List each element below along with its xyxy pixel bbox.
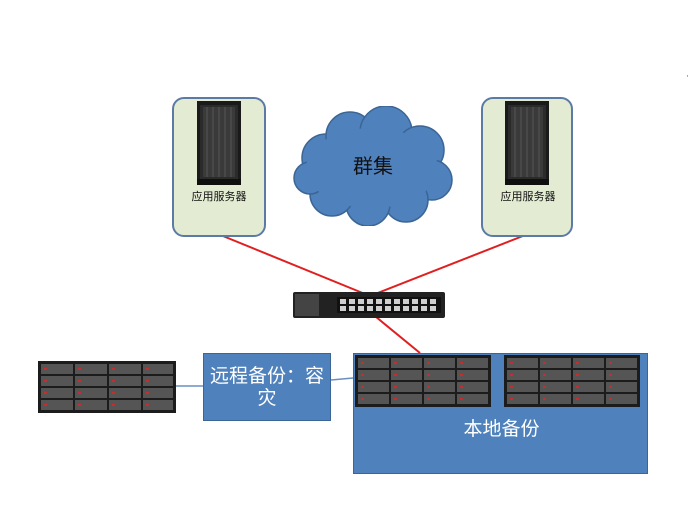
network-switch-icon [293,292,445,318]
server-card-right: 应用服务器 [481,97,573,237]
link-box-local-backup [330,377,354,381]
remote-backup-label: 远程备份：容灾 [210,365,325,409]
server-card-left: 应用服务器 [172,97,266,237]
storage-array-icon [38,361,176,413]
storage-array-icon [504,355,640,407]
cloud-icon [293,106,453,226]
link-left-server-switch [217,233,371,297]
server-label-right: 应用服务器 [500,190,556,203]
local-backup-box: 本地备份 [353,353,648,474]
storage-array-icon [355,355,491,407]
remote-backup-box: 远程备份：容灾 [203,353,331,421]
edge-mark: · [686,72,689,82]
link-switch-local-backup [369,311,421,354]
rack-server-icon [197,101,241,185]
link-right-server-switch [369,233,529,297]
rack-server-icon [505,101,549,185]
server-label-left: 应用服务器 [191,190,247,203]
local-backup-label: 本地备份 [463,418,540,440]
cluster-label: 群集 [353,154,393,178]
